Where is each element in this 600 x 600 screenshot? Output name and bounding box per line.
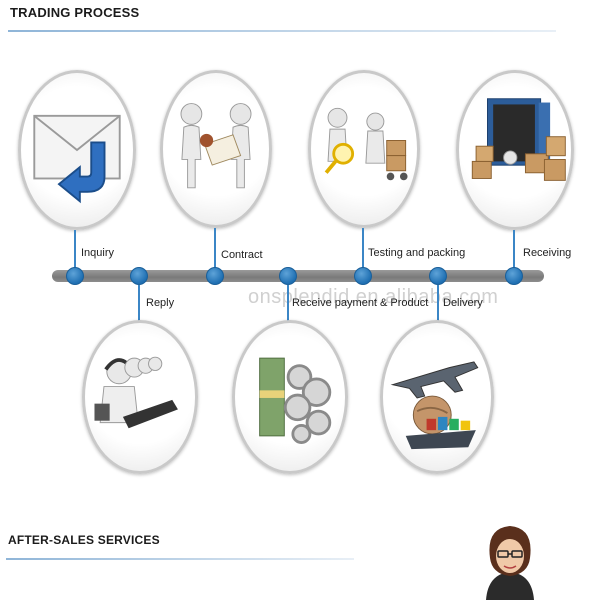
customer-service-avatar xyxy=(480,518,540,600)
envelope-reply-icon xyxy=(33,114,121,204)
payment-connector xyxy=(287,285,289,321)
reply-image xyxy=(82,320,198,474)
testing-image xyxy=(308,70,420,228)
stage-label-inquiry: Inquiry xyxy=(81,247,115,259)
contract-image xyxy=(160,70,272,228)
stage-label-delivery: Delivery xyxy=(443,297,483,309)
after-sales-rule xyxy=(6,558,354,560)
stage-label-receiving: Receiving xyxy=(523,247,572,259)
customer-service-person-icon xyxy=(486,526,534,600)
container-boxes-icon xyxy=(471,98,566,181)
receiving-image xyxy=(456,70,574,230)
timeline-bar xyxy=(52,270,544,282)
inquiry-image xyxy=(18,70,136,230)
timeline-dot-delivery xyxy=(429,267,447,285)
call-center-icon xyxy=(94,356,178,429)
timeline-dot-payment xyxy=(279,267,297,285)
reply-connector xyxy=(138,285,140,321)
stage-label-reply: Reply xyxy=(146,297,175,309)
plane-ship-globe-icon xyxy=(390,361,479,450)
timeline-dot-inquiry xyxy=(66,267,84,285)
money-gears-icon xyxy=(259,357,332,444)
timeline-dot-testing xyxy=(354,267,372,285)
contract-connector xyxy=(214,228,216,270)
trading-process-rule xyxy=(8,30,556,32)
receiving-connector xyxy=(513,230,515,270)
delivery-image xyxy=(380,320,494,474)
timeline-dot-contract xyxy=(206,267,224,285)
testing-connector xyxy=(362,228,364,270)
stage-label-contract: Contract xyxy=(221,249,263,261)
after-sales-title: AFTER-SALES SERVICES xyxy=(8,533,160,547)
stage-label-payment: Receive payment & Product xyxy=(292,297,429,309)
handshake-contract-icon xyxy=(180,103,252,189)
watermark: onsplendid.en.alibaba.com xyxy=(248,286,499,308)
timeline-dot-receiving xyxy=(505,267,523,285)
magnifier-boxes-icon xyxy=(324,107,408,181)
stage-label-testing: Testing and packing xyxy=(368,247,466,259)
timeline-dot-reply xyxy=(130,267,148,285)
delivery-connector xyxy=(437,285,439,321)
inquiry-connector xyxy=(74,230,76,270)
payment-image xyxy=(232,320,348,474)
trading-process-title: TRADING PROCESS xyxy=(10,5,140,20)
